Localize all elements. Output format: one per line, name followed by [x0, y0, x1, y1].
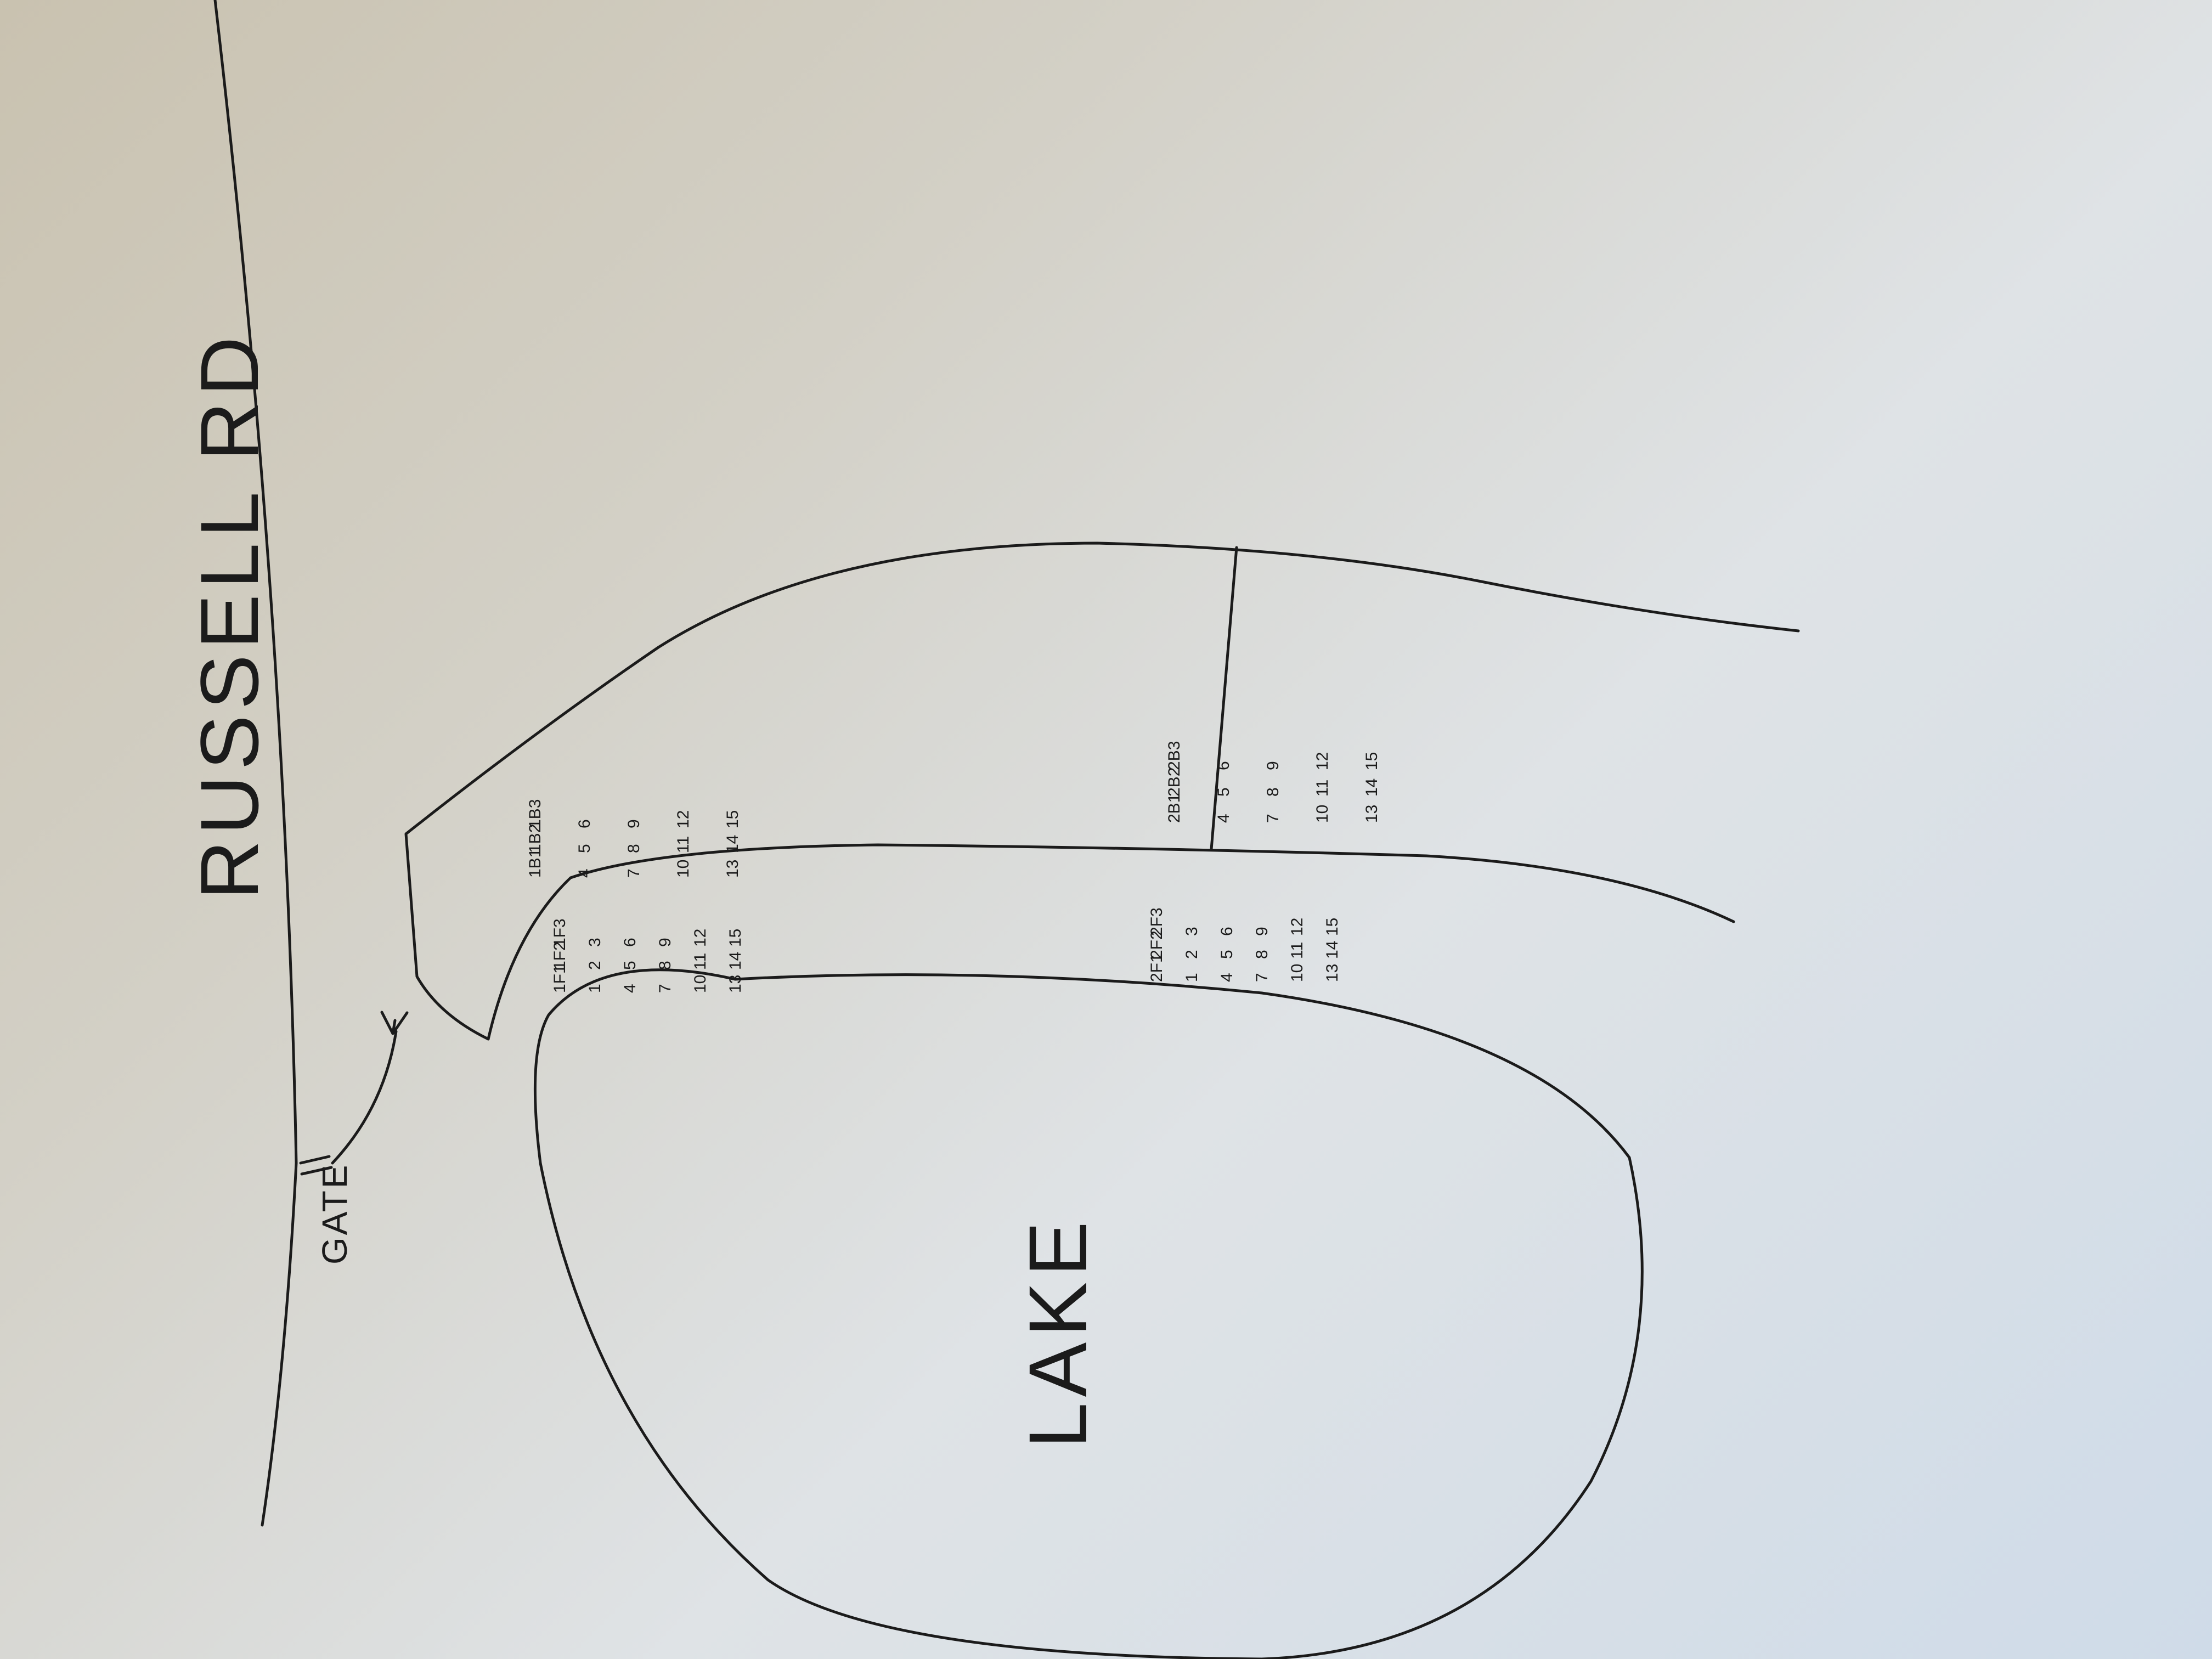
lake-outline: [533, 968, 1644, 1659]
gate-mark: [299, 1155, 333, 1176]
camp-outer-boundary: [404, 541, 1800, 1041]
section-2-back-plot-label: 5: [1215, 787, 1233, 797]
section-2-back-plot-label: 9: [1264, 761, 1282, 770]
section-2-front-plot-label: 7: [1253, 973, 1271, 982]
section-1-front-plot-label: 8: [656, 961, 674, 970]
section-2-back-plot-label: 12: [1313, 752, 1331, 770]
entrance-arrow-icon: [380, 1011, 409, 1035]
section-2-front-plot-label: 2F3: [1148, 907, 1166, 936]
section-2-front-plot-label: 2F2: [1148, 930, 1166, 959]
road-label: RUSSELL RD: [183, 331, 275, 900]
section-2-back-plot-label: 2B1: [1165, 794, 1183, 823]
section-1-front-plot-label: 1: [586, 984, 604, 993]
section-2-front-plot-label: 3: [1183, 927, 1201, 936]
section-1-front-plot-label: 11: [691, 953, 709, 970]
section-2-back-plot-label: 13: [1363, 805, 1381, 823]
section-2-back-plot-label: 14: [1363, 778, 1381, 797]
section-2-back-plot-label: 2B2: [1165, 768, 1183, 797]
section-1-front-plot-label: 12: [691, 929, 709, 947]
section-1-front-plot-label: 5: [621, 961, 639, 970]
section-2-row-divider: [1210, 546, 1238, 851]
section-1-back-plot-label: 10: [674, 860, 692, 878]
section-1-front-plot-label: 15: [726, 929, 744, 947]
section-1-back-plot-label: 15: [724, 810, 742, 828]
section-1-front-plot-label: 3: [586, 938, 604, 947]
section-2-back-plot-label: 7: [1264, 814, 1282, 823]
section-2-front-plot-label: 14: [1323, 941, 1341, 959]
section-1-back-plot-label: 6: [575, 819, 594, 828]
section-2-front-plot-label: 6: [1218, 927, 1236, 936]
section-1-back-plot-label: 7: [625, 868, 643, 878]
section-2-back-plot-label: 2B3: [1165, 741, 1183, 770]
section-2-front-plot-label: 9: [1253, 927, 1271, 936]
section-1-back-plot-label: 1B1: [526, 849, 544, 878]
section-1-front-plot-label: 4: [621, 984, 639, 993]
section-1-front-plot-label: 1F2: [551, 941, 569, 970]
section-1-back-plot-label: 8: [625, 844, 643, 853]
gate-label: GATE: [315, 1163, 354, 1265]
section-1-front-plot-label: 6: [621, 938, 639, 947]
section-2-front-plot-label: 8: [1253, 950, 1271, 959]
section-1-back-plot-label: 14: [724, 835, 742, 853]
section-1-front-plot-label: 14: [726, 952, 744, 970]
section-2-back-plot-label: 4: [1215, 814, 1233, 823]
section-1-front-plot-label: 7: [656, 984, 674, 993]
lake-label: LAKE: [1012, 1216, 1104, 1448]
section-2-front-plot-label: 10: [1288, 964, 1306, 982]
section-2-front-plot-label: 12: [1288, 918, 1306, 936]
section-2-back-plot-label: 6: [1215, 761, 1233, 770]
section-1-back-plot-label: 5: [575, 844, 594, 853]
section-1-back-plot-label: 11: [674, 836, 692, 853]
section-2-front-plot-label: 13: [1323, 964, 1341, 982]
section-1-front-plot-label: 10: [691, 975, 709, 993]
section-2-front-plot-label: 2F1: [1148, 953, 1166, 982]
camp-inner-boundary: [487, 843, 1735, 1041]
section-2-back-plot-label: 11: [1313, 780, 1331, 797]
section-1-back-plot-label: 1B2: [526, 824, 544, 853]
section-1-front-plot-label: 2: [586, 961, 604, 970]
section-1-back-plot-label: 1B3: [526, 799, 544, 828]
section-2-front-plot-label: 11: [1288, 942, 1306, 959]
section-2-front-plot-label: 4: [1218, 973, 1236, 982]
section-2-back-plot-label: 8: [1264, 787, 1282, 797]
section-2-back-plot-label: 10: [1313, 805, 1331, 823]
section-2-front-plot-label: 15: [1323, 918, 1341, 936]
section-1-front-plot-label: 13: [726, 975, 744, 993]
russell-road-line: [213, 0, 298, 1527]
section-1-front-plot-label: 9: [656, 938, 674, 947]
section-2-front-plot-label: 1: [1183, 973, 1201, 982]
section-1-front-plot-label: 1F3: [551, 918, 569, 947]
section-1-back-plot-label: 12: [674, 810, 692, 828]
section-1-back-plot-label: 9: [625, 819, 643, 828]
section-1-back-plot-label: 13: [724, 860, 742, 878]
section-1-back-plot-label: 4: [575, 868, 594, 878]
gate-path: [331, 1030, 398, 1165]
section-1-front-plot-label: 1F1: [551, 964, 569, 993]
section-2-front-plot-label: 2: [1183, 950, 1201, 959]
section-2-back-plot-label: 15: [1363, 752, 1381, 770]
section-2-front-plot-label: 5: [1218, 950, 1236, 959]
